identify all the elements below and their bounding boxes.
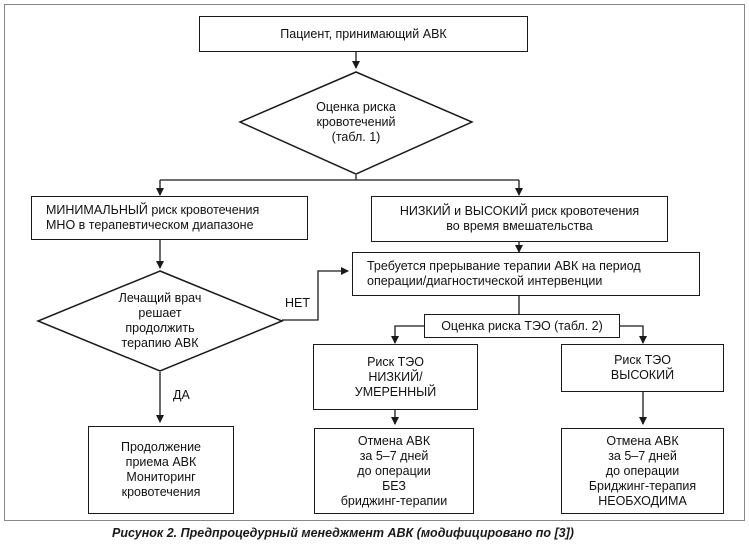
- edge-label-no: НЕТ: [285, 296, 310, 310]
- bleeding-risk-line-2: кровотечений: [316, 114, 396, 129]
- stop-no-bridge-box: Отмена АВК за 5–7 дней до операции БЕЗ б…: [314, 428, 474, 514]
- figure-caption: Рисунок 2. Предпроцедурный менеджмент АВ…: [112, 526, 574, 540]
- tee-risk-text: Оценка риска ТЭО (табл. 2): [441, 318, 603, 333]
- decision-text: Лечащий врач решает продолжить терапию А…: [85, 290, 235, 352]
- stop-bridge-line-2: за 5–7 дней: [608, 448, 677, 463]
- decision-line-1: Лечащий врач: [118, 291, 202, 305]
- stop-bridge-box: Отмена АВК за 5–7 дней до операции Бридж…: [561, 428, 724, 514]
- interruption-box: Требуется прерывание терапии АВК на пери…: [352, 252, 700, 296]
- arrow-decision-no: [282, 267, 349, 321]
- decision-diamond: [36, 270, 284, 372]
- decision-line-4: терапию АВК: [121, 336, 199, 350]
- stop-bridge-line-4: Бриджинг-терапия: [588, 478, 697, 493]
- bleeding-risk-line-1: Оценка риска: [316, 99, 396, 114]
- tee-low-line-1: Риск ТЭО: [367, 354, 424, 369]
- stop-no-bridge-line-4: БЕЗ: [382, 478, 406, 493]
- patient-text: Пациент, принимающий АВК: [280, 26, 447, 41]
- decision-line-2: решает: [138, 306, 182, 320]
- minimal-line-1: МИНИМАЛЬНЫЙ риск кровотечения: [46, 203, 260, 217]
- stop-bridge-line-5: НЕОБХОДИМА: [598, 493, 687, 508]
- connector-tee-right: [620, 325, 647, 344]
- tee-low-box: Риск ТЭО НИЗКИЙ/ УМЕРЕННЫЙ: [313, 344, 478, 410]
- tee-low-line-2: НИЗКИЙ/: [368, 369, 423, 384]
- bleeding-risk-diamond: [238, 71, 474, 175]
- tee-risk-box: Оценка риска ТЭО (табл. 2): [424, 314, 620, 338]
- stop-no-bridge-line-3: до операции: [357, 463, 431, 478]
- continue-line-4: кровотечения: [121, 485, 201, 499]
- continue-line-3: Мониторинг: [126, 470, 196, 484]
- tee-high-box: Риск ТЭО ВЫСОКИЙ: [561, 344, 724, 392]
- stop-bridge-line-1: Отмена АВК: [606, 433, 679, 448]
- tee-low-line-3: УМЕРЕННЫЙ: [354, 384, 437, 399]
- figure-frame: [4, 4, 745, 521]
- stop-no-bridge-line-5: бриджинг-терапии: [340, 493, 448, 508]
- edge-label-yes: ДА: [173, 388, 190, 402]
- low-high-risk-box: НИЗКИЙ и ВЫСОКИЙ риск кровотечения во вр…: [371, 196, 668, 242]
- interruption-line-1: Требуется прерывание терапии АВК на пери…: [367, 259, 641, 273]
- minimal-line-2: МНО в терапевтическом диапазоне: [46, 218, 254, 232]
- minimal-risk-box: МИНИМАЛЬНЫЙ риск кровотечения МНО в тера…: [31, 196, 308, 240]
- stop-no-bridge-line-1: Отмена АВК: [357, 433, 431, 448]
- connector-tee-left: [391, 325, 424, 344]
- stop-bridge-line-3: до операции: [605, 463, 680, 478]
- bleeding-risk-line-3: (табл. 1): [331, 129, 381, 144]
- continue-line-2: приема АВК: [125, 455, 197, 469]
- low-high-line-2: во время вмешательства: [446, 219, 593, 233]
- continue-box: Продолжение приема АВК Мониторинг кровот…: [88, 426, 234, 514]
- bleeding-risk-text: Оценка риска кровотечений (табл. 1): [270, 94, 442, 150]
- patient-box: Пациент, принимающий АВК: [199, 16, 528, 52]
- interruption-line-2: операции/диагностической интервенции: [367, 274, 603, 288]
- tee-high-line-2: ВЫСОКИЙ: [610, 368, 675, 382]
- tee-high-line-1: Риск ТЭО: [614, 353, 671, 367]
- low-high-line-1: НИЗКИЙ и ВЫСОКИЙ риск кровотечения: [399, 204, 640, 218]
- continue-line-1: Продолжение: [120, 440, 202, 454]
- decision-line-3: продолжить: [125, 321, 195, 335]
- stop-no-bridge-line-2: за 5–7 дней: [359, 448, 429, 463]
